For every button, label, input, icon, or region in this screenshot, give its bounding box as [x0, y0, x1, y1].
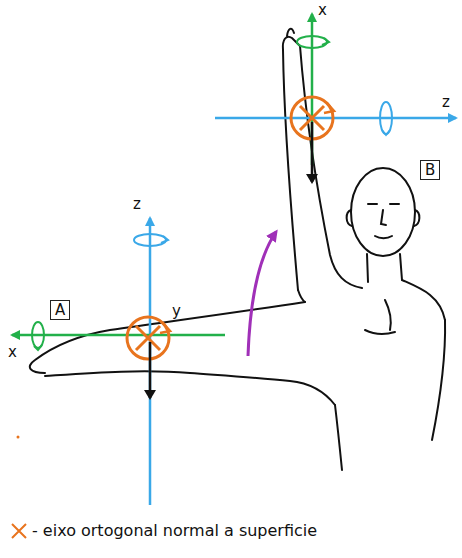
axis-label: y: [172, 303, 181, 320]
point-label-box: A: [50, 300, 70, 320]
point-letter: A: [55, 301, 65, 319]
axis-label: x: [8, 344, 17, 361]
point-label-box: B: [420, 160, 440, 180]
axis-label: x: [318, 2, 327, 19]
human-figure: [30, 29, 445, 470]
axis-frame-a: [12, 218, 225, 505]
axis-frame-b: [215, 14, 456, 182]
legend-text: - eixo ortogonal normal a superficie: [32, 521, 317, 540]
motion-arrow: [248, 232, 276, 356]
axis-label: z: [133, 196, 141, 213]
legend-sample: [12, 524, 26, 538]
axis-label: z: [442, 94, 450, 111]
dot: [17, 436, 20, 439]
point-letter: B: [425, 161, 435, 179]
